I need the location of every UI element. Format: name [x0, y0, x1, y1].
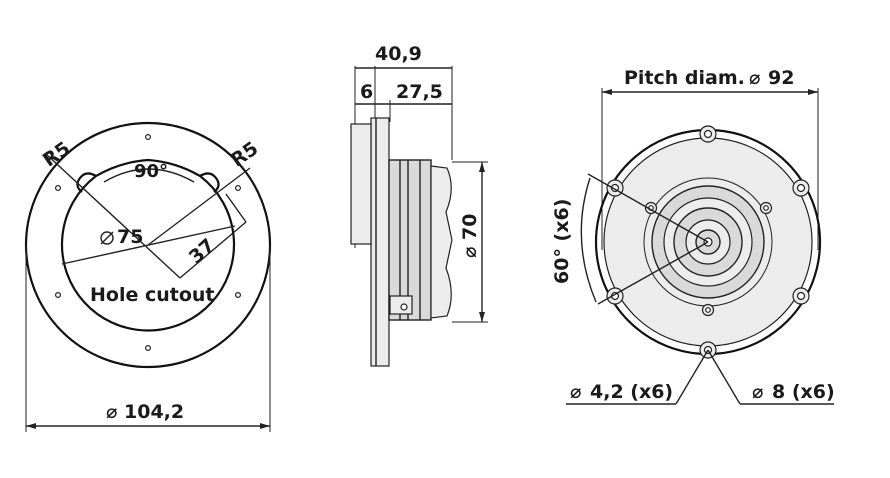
arrow-icon	[26, 423, 36, 429]
arrow-icon	[808, 89, 818, 95]
cutout-radius-dim: 37	[185, 234, 219, 268]
small-hole	[705, 307, 711, 313]
large-hole	[703, 129, 713, 139]
pitch-value: 92	[768, 67, 794, 89]
large-hole	[796, 183, 806, 193]
arrow-icon	[602, 89, 612, 95]
small-holes-label: 4,2 (x6)	[590, 381, 673, 403]
large-holes-symbol: ⌀	[752, 381, 763, 403]
outer-diameter-value: 104,2	[124, 401, 184, 423]
angle-line	[597, 241, 709, 305]
flange-hole	[54, 292, 61, 299]
arrow-icon	[260, 423, 270, 429]
body-diameter-value: 70	[459, 214, 481, 240]
side-body	[388, 159, 432, 321]
radius-dim-line	[179, 221, 247, 279]
angle-line-right	[147, 167, 251, 246]
outer-diameter-symbol: ⌀	[106, 401, 117, 423]
cutout-radius-right: R5	[227, 137, 262, 171]
terminal-clip	[389, 295, 413, 315]
flange-hole	[235, 292, 242, 299]
small-holes-symbol: ⌀	[570, 381, 581, 403]
pitch-label: Pitch diam.	[624, 67, 745, 89]
side-flange	[370, 117, 390, 367]
diameter-symbol-icon-stroke	[100, 231, 114, 245]
pitch-symbol: ⌀	[749, 67, 760, 89]
small-hole	[763, 205, 769, 211]
large-hole	[796, 291, 806, 301]
cutout-inner-outline	[60, 175, 236, 332]
leader-small	[675, 349, 709, 405]
large-holes-label: 8 (x6)	[772, 381, 835, 403]
terminal-screw	[400, 303, 408, 311]
flange-hole	[235, 185, 242, 192]
side-view: 40,9 6 27,5 ⌀ 70	[350, 43, 488, 367]
body-diameter-symbol: ⌀	[459, 247, 481, 258]
cutout-hole-diameter: 75	[117, 226, 143, 248]
side-dome	[430, 165, 453, 319]
diameter-symbol-icon	[100, 231, 114, 245]
arrow-icon	[479, 312, 485, 322]
body-depth-value: 27,5	[396, 81, 443, 103]
angle-line	[587, 173, 709, 243]
side-terminal	[350, 123, 372, 245]
cutout-view: R5 R5 90° 75 37 Hole cutout ⌀ 104,2	[24, 121, 272, 432]
flange-hole	[145, 134, 152, 141]
cutout-label: Hole cutout	[90, 284, 215, 306]
flange-hole	[54, 185, 61, 192]
angle-label: 60° (x6)	[551, 199, 573, 284]
arrow-icon	[479, 162, 485, 172]
total-depth-value: 40,9	[375, 43, 422, 65]
front-view: Pitch diam. ⌀ 92 60° (x6) ⌀ 4,2 (x6) ⌀ 8…	[551, 67, 835, 405]
cutout-angle: 90°	[134, 161, 168, 182]
angle-arc	[103, 168, 195, 183]
angle-line-left	[45, 153, 181, 279]
flange-hole	[145, 345, 152, 352]
angle-arc	[580, 177, 597, 303]
radius-ext-line	[225, 193, 247, 223]
flange-thickness-value: 6	[360, 81, 373, 103]
cutout-tab-left	[76, 158, 201, 193]
cutout-tab-right	[199, 172, 220, 193]
leader-large	[707, 349, 741, 405]
cutout-radius-left: R5	[39, 137, 74, 171]
